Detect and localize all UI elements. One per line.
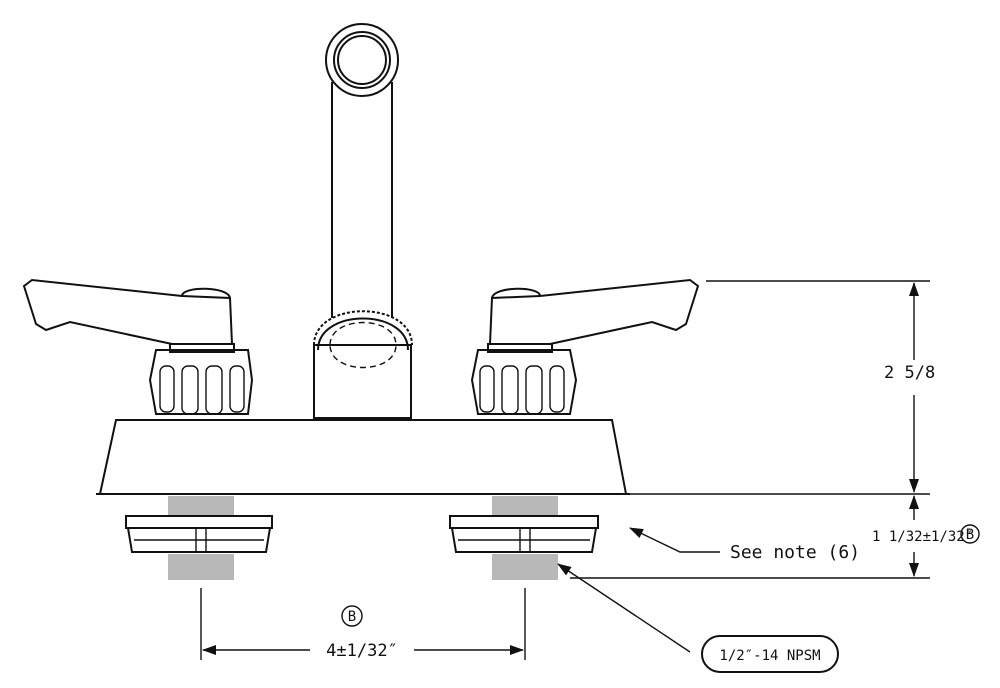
shank-length-label: 1 1/32±1/32″ bbox=[872, 529, 973, 545]
center-spacing-label: 4±1/32″ bbox=[326, 641, 398, 661]
right-shank bbox=[449, 496, 599, 580]
swivel-nut bbox=[313, 310, 413, 419]
spout bbox=[325, 23, 399, 318]
ref-marker-right: B bbox=[966, 527, 974, 543]
left-handle bbox=[22, 278, 254, 415]
height-dimension: 2 5/8 1 1/32±1/32″ B bbox=[570, 280, 980, 579]
thread-spec-text: 1/2″-14 NPSM bbox=[719, 648, 820, 664]
thread-callout: 1/2″-14 NPSM bbox=[557, 563, 839, 673]
handle-height-label: 2 5/8 bbox=[884, 363, 935, 383]
faucet-body bbox=[96, 419, 630, 495]
see-note-text: See note (6) bbox=[730, 542, 860, 563]
ref-marker-bottom: B bbox=[348, 609, 356, 625]
spacing-dimension: 4±1/32″ B bbox=[200, 588, 526, 661]
see-note-callout: See note (6) bbox=[629, 527, 860, 563]
right-handle bbox=[470, 278, 700, 415]
left-shank bbox=[125, 496, 273, 580]
